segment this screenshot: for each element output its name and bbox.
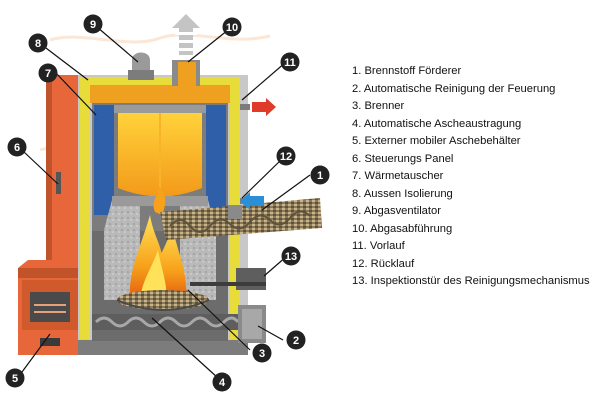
legend-number: 12. xyxy=(352,257,368,270)
legend-item: 3. Brenner xyxy=(352,98,597,116)
svg-text:5: 5 xyxy=(12,373,18,385)
svg-text:1: 1 xyxy=(317,170,323,182)
callout-8: 8 xyxy=(28,33,48,53)
svg-text:9: 9 xyxy=(90,19,96,31)
fuel-conveyor xyxy=(160,198,322,240)
cleaning-lever xyxy=(190,268,266,290)
svg-text:11: 11 xyxy=(284,57,296,69)
svg-text:12: 12 xyxy=(280,151,292,163)
callout-1: 1 xyxy=(310,165,330,185)
legend-item: 11. Vorlauf xyxy=(352,238,597,256)
legend-label: Abgasabführung xyxy=(370,222,453,235)
legend-number: 10. xyxy=(352,222,368,235)
legend-number: 1. xyxy=(352,65,362,77)
callout-2: 2 xyxy=(286,330,306,350)
svg-text:13: 13 xyxy=(285,251,297,263)
legend-label: Automatische Reinigung der Feuerung xyxy=(363,82,556,95)
legend-label: Wärmetauscher xyxy=(364,170,444,182)
svg-text:3: 3 xyxy=(259,348,265,360)
svg-text:2: 2 xyxy=(293,335,299,347)
control-panel-handle xyxy=(56,172,61,194)
legend-label: Automatische Ascheaustragung xyxy=(363,117,522,130)
callout-11: 11 xyxy=(280,52,300,72)
callout-9: 9 xyxy=(83,14,103,34)
legend-number: 13. xyxy=(352,275,368,287)
callout-4: 4 xyxy=(212,372,232,392)
svg-text:6: 6 xyxy=(14,142,20,154)
legend-label: Steuerungs Panel xyxy=(364,152,454,165)
callout-5: 5 xyxy=(5,368,25,388)
legend-label: Brenner xyxy=(364,100,405,112)
legend-label: Rücklauf xyxy=(370,257,415,270)
burner-flames xyxy=(129,185,187,300)
exhaust-chamber xyxy=(90,52,230,103)
ash-container xyxy=(22,280,78,350)
legend-item: 1. Brennstoff Förderer xyxy=(352,63,597,81)
legend-number: 11. xyxy=(352,240,367,252)
legend-number: 8. xyxy=(352,187,362,200)
svg-text:8: 8 xyxy=(35,38,41,50)
legend-item: 13. Inspektionstür des Reinigungsmechani… xyxy=(352,273,597,291)
legend-number: 9. xyxy=(352,205,362,217)
legend-item: 2. Automatische Reinigung der Feuerung xyxy=(352,81,597,99)
legend-item: 5. Externer mobiler Aschebehälter xyxy=(352,133,597,151)
legend-item: 4. Automatische Ascheaustragung xyxy=(352,116,597,134)
callout-3: 3 xyxy=(252,343,272,363)
legend-label: Aussen Isolierung xyxy=(363,187,453,200)
legend-number: 5. xyxy=(352,135,362,147)
legend-item: 12. Rücklauf xyxy=(352,256,597,274)
ash-auger xyxy=(92,314,240,330)
svg-text:7: 7 xyxy=(45,68,51,80)
exhaust-arrow xyxy=(172,14,200,55)
legend-item: 7. Wärmetauscher xyxy=(352,168,597,186)
legend-number: 6. xyxy=(352,152,362,165)
legend-label: Vorlauf xyxy=(369,240,405,252)
callout-leaders xyxy=(21,26,311,379)
callout-12: 12 xyxy=(276,146,296,166)
legend-number: 7. xyxy=(352,170,362,182)
legend-label: Inspektionstür des Reinigungsmechanismus xyxy=(370,275,590,287)
return-flow-arrow xyxy=(240,192,264,210)
callout-7: 7 xyxy=(38,63,58,83)
legend-label: Abgasventilator xyxy=(363,205,441,217)
legend-item: 9. Abgasventilator xyxy=(352,203,597,221)
burner-bowl xyxy=(116,290,210,311)
legend-number: 2. xyxy=(352,82,362,95)
callout-10: 10 xyxy=(222,17,242,37)
supply-pipe xyxy=(240,104,250,110)
legend-item: 10. Abgasabführung xyxy=(352,221,597,239)
svg-text:4: 4 xyxy=(219,377,226,389)
legend-number: 3. xyxy=(352,100,362,112)
inspection-door xyxy=(238,305,266,343)
callout-6: 6 xyxy=(7,137,27,157)
supply-flow-arrow xyxy=(252,98,276,116)
callout-markers: 1 2 3 4 5 6 7 8 9 10 11 12 13 xyxy=(5,14,330,392)
legend-list: 1. Brennstoff Förderer 2. Automatische R… xyxy=(352,63,597,291)
legend-item: 6. Steuerungs Panel xyxy=(352,151,597,169)
legend-label: Brennstoff Förderer xyxy=(364,65,462,77)
svg-text:10: 10 xyxy=(226,22,238,34)
legend-number: 4. xyxy=(352,117,362,130)
legend-item: 8. Aussen Isolierung xyxy=(352,186,597,204)
callout-13: 13 xyxy=(281,246,301,266)
legend-label: Externer mobiler Aschebehälter xyxy=(364,135,521,147)
